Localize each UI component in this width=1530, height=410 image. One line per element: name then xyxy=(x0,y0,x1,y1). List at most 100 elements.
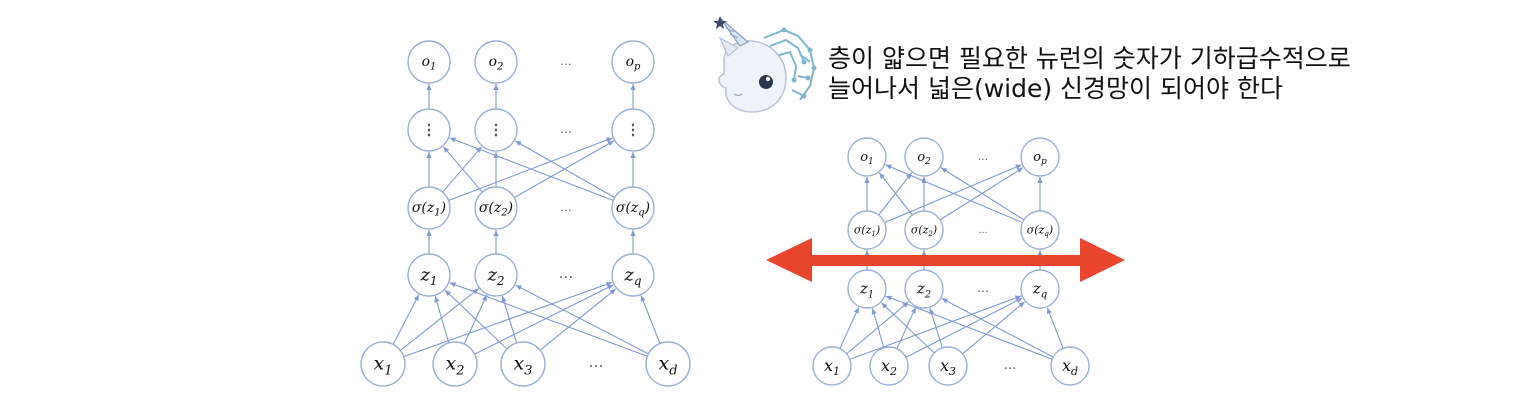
left-network-hidden_row-node-1-label: z2 xyxy=(486,264,504,288)
right-network-activation_row-node-3-label: σ(zq) xyxy=(1027,223,1053,238)
right-network-edge-19 xyxy=(940,167,1025,221)
right-network-output_row-node-0-label: o1 xyxy=(860,150,874,167)
left-network-edge-0 xyxy=(392,294,420,345)
right-network-activation_row-node-3-circle xyxy=(1020,210,1060,250)
left-network-input_row-node-2-circle xyxy=(500,341,546,387)
left-network-hidden_row-node-3-circle xyxy=(611,253,655,297)
left-network-edge-22 xyxy=(514,140,616,199)
left-network-vdots_row-node-1-label: ⋮ xyxy=(489,121,504,139)
left-network-input_row-node-4-circle xyxy=(645,341,691,387)
right-network-hidden_row-node-3-label: zq xyxy=(1032,280,1047,301)
nodes-layer: x1 x2 x3 … xd z1 z2 … zq σ(z1) σ(z2) … σ(zq) ⋮ ⋮ … ⋮ o1 o2… xyxy=(360,40,1090,387)
left-network-vdots_row-node-2-ellipsis: … xyxy=(560,122,572,136)
right-network-edge-9 xyxy=(885,295,1053,360)
left-network-output_row-node-2: … xyxy=(560,55,571,68)
left-network-activation_row-node-1-label: σ(z2) xyxy=(479,200,513,219)
left-network-vdots_row-node-3-label: ⋮ xyxy=(626,121,641,139)
right-network-activation_row-node-0-circle xyxy=(847,210,887,250)
left-network-output_row-node-0-circle xyxy=(407,40,451,84)
right-network-edge-11 xyxy=(1046,307,1064,349)
left-network-input_row-node-2-label: x3 xyxy=(514,353,533,379)
left-network-activation_row-node-1: σ(z2) xyxy=(474,186,518,230)
left-network-hidden_row-node-1: z2 xyxy=(474,253,518,297)
left-network-output_row-node-0: o1 xyxy=(407,40,451,84)
left-network-hidden_row-node-3-label: zq xyxy=(623,264,641,288)
right-network-activation_row-node-0-label: σ(z1) xyxy=(854,223,880,238)
left-network-edge-18 xyxy=(442,146,483,193)
left-network-edge-3 xyxy=(434,295,450,344)
left-network-vdots_row-node-0-circle xyxy=(407,108,451,152)
left-network-output_row-node-0-label: o1 xyxy=(422,54,437,73)
left-network-vdots_row-node-0-label: ⋮ xyxy=(422,121,437,139)
caption-line-2: 늘어나서 넓은(wide) 신경망이 되어야 한다 xyxy=(828,74,1283,103)
right-network-edge-15 xyxy=(878,172,913,216)
left-network-edge-5 xyxy=(474,284,614,355)
right-network-output_row-node-0-circle xyxy=(847,137,887,177)
left-network-activation_row-node-1-circle xyxy=(474,186,518,230)
right-network-hidden_row-node-1-label: z2 xyxy=(916,280,931,301)
left-network-vdots_row-node-2: … xyxy=(560,122,572,136)
right-network-input_row-node-2-circle xyxy=(928,346,968,386)
right-network-activation_row-node-2: … xyxy=(979,226,988,236)
right-network-output_row-node-2: … xyxy=(978,151,988,163)
left-network-output_row-node-1-label: o2 xyxy=(489,54,504,73)
double-headed-arrow-icon xyxy=(766,238,1125,282)
left-network-edge-7 xyxy=(501,295,518,344)
right-network-hidden_row-node-2: … xyxy=(977,281,989,295)
left-network-input_row-node-3: … xyxy=(588,353,603,371)
right-network-activation_row-node-1-label: σ(z2) xyxy=(911,223,937,238)
right-network-edge-5 xyxy=(905,297,1023,358)
left-network-input_row-node-3-ellipsis: … xyxy=(588,353,603,371)
right-network-input_row-node-1-circle xyxy=(869,346,909,386)
right-network-input_row-node-4: xd xyxy=(1050,346,1090,386)
right-network-edge-3 xyxy=(871,308,885,348)
right-network-output_row-node-1: o2 xyxy=(904,137,944,177)
left-network-output_row-node-3-label: op xyxy=(626,54,641,73)
right-network-activation_row-node-0: σ(z1) xyxy=(847,210,887,250)
left-network-output_row-node-3-circle xyxy=(611,40,655,84)
right-network-output_row-node-3-label: op xyxy=(1033,150,1047,167)
left-network-input_row-node-0: x1 xyxy=(360,341,406,387)
left-network-activation_row-node-0-circle xyxy=(407,186,451,230)
left-network-input_row-node-2: x3 xyxy=(500,341,546,387)
right-network-output_row-node-3-circle xyxy=(1020,137,1060,177)
left-network-activation_row-node-3-label: σ(zq) xyxy=(616,200,650,219)
right-network-edge-8 xyxy=(962,301,1026,355)
right-network-hidden_row-node-3-circle xyxy=(1020,269,1060,309)
right-network-input_row-node-0-label: x1 xyxy=(824,356,840,378)
left-network-output_row-node-1-circle xyxy=(474,40,518,84)
right-network-activation_row-node-3: σ(zq) xyxy=(1020,210,1060,250)
right-network-activation_row-node-1-circle xyxy=(904,210,944,250)
left-network-input_row-node-1-label: x2 xyxy=(446,353,465,379)
left-network-hidden_row-node-2: … xyxy=(559,266,573,282)
right-network-input_row-node-4-label: xd xyxy=(1062,356,1078,378)
right-network-edge-4 xyxy=(896,306,917,349)
left-network-activation_row-node-2: … xyxy=(560,201,571,214)
right-network-hidden_row-node-3: zq xyxy=(1020,269,1060,309)
left-network-activation_row-node-0: σ(z1) xyxy=(407,186,451,230)
left-network-input_row-node-4-label: xd xyxy=(658,353,677,379)
left-network-vdots_row-node-3: ⋮ xyxy=(611,108,655,152)
right-network-output_row-node-1-circle xyxy=(904,137,944,177)
right-network-activation_row-node-2-ellipsis: … xyxy=(979,226,988,236)
right-network-input_row-node-2-label: x3 xyxy=(940,356,956,378)
right-network-input_row-node-1: x2 xyxy=(869,346,909,386)
left-network-hidden_row-node-0: z1 xyxy=(407,253,451,297)
left-network-vdots_row-node-1: ⋮ xyxy=(474,108,518,152)
caption-line-1: 층이 얇으면 필요한 뉴런의 숫자가 기하급수적으로 xyxy=(828,44,1351,73)
left-network-output_row-node-3: op xyxy=(611,40,655,84)
left-network-input_row-node-1: x2 xyxy=(432,341,478,387)
left-network-hidden_row-node-3: zq xyxy=(611,253,655,297)
right-network-edge-18 xyxy=(885,164,1023,224)
left-network-input_row-node-4: xd xyxy=(645,341,691,387)
left-network-vdots_row-node-1-circle xyxy=(474,108,518,152)
right-network-edge-7 xyxy=(929,307,943,349)
right-network-edge-0 xyxy=(839,306,860,349)
right-network-hidden_row-node-0-circle xyxy=(847,269,887,309)
right-network-hidden_row-node-0: z1 xyxy=(847,269,887,309)
left-network-edge-9 xyxy=(449,282,648,357)
left-network-activation_row-node-3-circle xyxy=(611,186,655,230)
left-network-activation_row-node-2-ellipsis: … xyxy=(560,201,571,214)
right-network-output_row-node-0: o1 xyxy=(847,137,887,177)
